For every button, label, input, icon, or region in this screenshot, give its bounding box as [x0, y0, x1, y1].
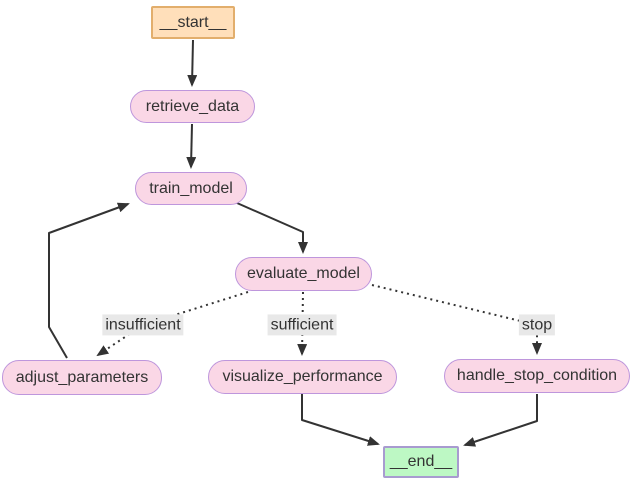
edge-evaluate_model-to-adjust_parameters — [96, 291, 249, 357]
edge-adjust_parameters-to-train_model — [48, 202, 130, 359]
edge-train_model-to-evaluate_model — [236, 202, 308, 254]
node-handle-stop-condition: handle_stop_condition — [444, 359, 630, 393]
node-adjust-parameters: adjust_parameters — [2, 360, 162, 395]
edge-retrieve_data-to-train_model — [186, 123, 197, 169]
edge-handle_stop_condition-to-end — [463, 394, 538, 447]
edge-label-insufficient: insufficient — [102, 314, 184, 336]
edge-start-to-retrieve_data — [187, 39, 198, 87]
node-end: __end__ — [383, 446, 459, 478]
node-start: __start__ — [151, 6, 235, 39]
edge-evaluate_model-to-handle_stop_condition — [371, 284, 542, 355]
node-evaluate-model: evaluate_model — [235, 257, 372, 291]
edge-label-stop: stop — [518, 314, 556, 336]
edge-visualize_performance-to-end — [301, 394, 380, 446]
node-retrieve-data: retrieve_data — [130, 90, 255, 123]
node-train-model: train_model — [135, 172, 247, 205]
node-visualize-performance: visualize_performance — [208, 360, 397, 394]
edge-label-sufficient: sufficient — [267, 314, 337, 336]
